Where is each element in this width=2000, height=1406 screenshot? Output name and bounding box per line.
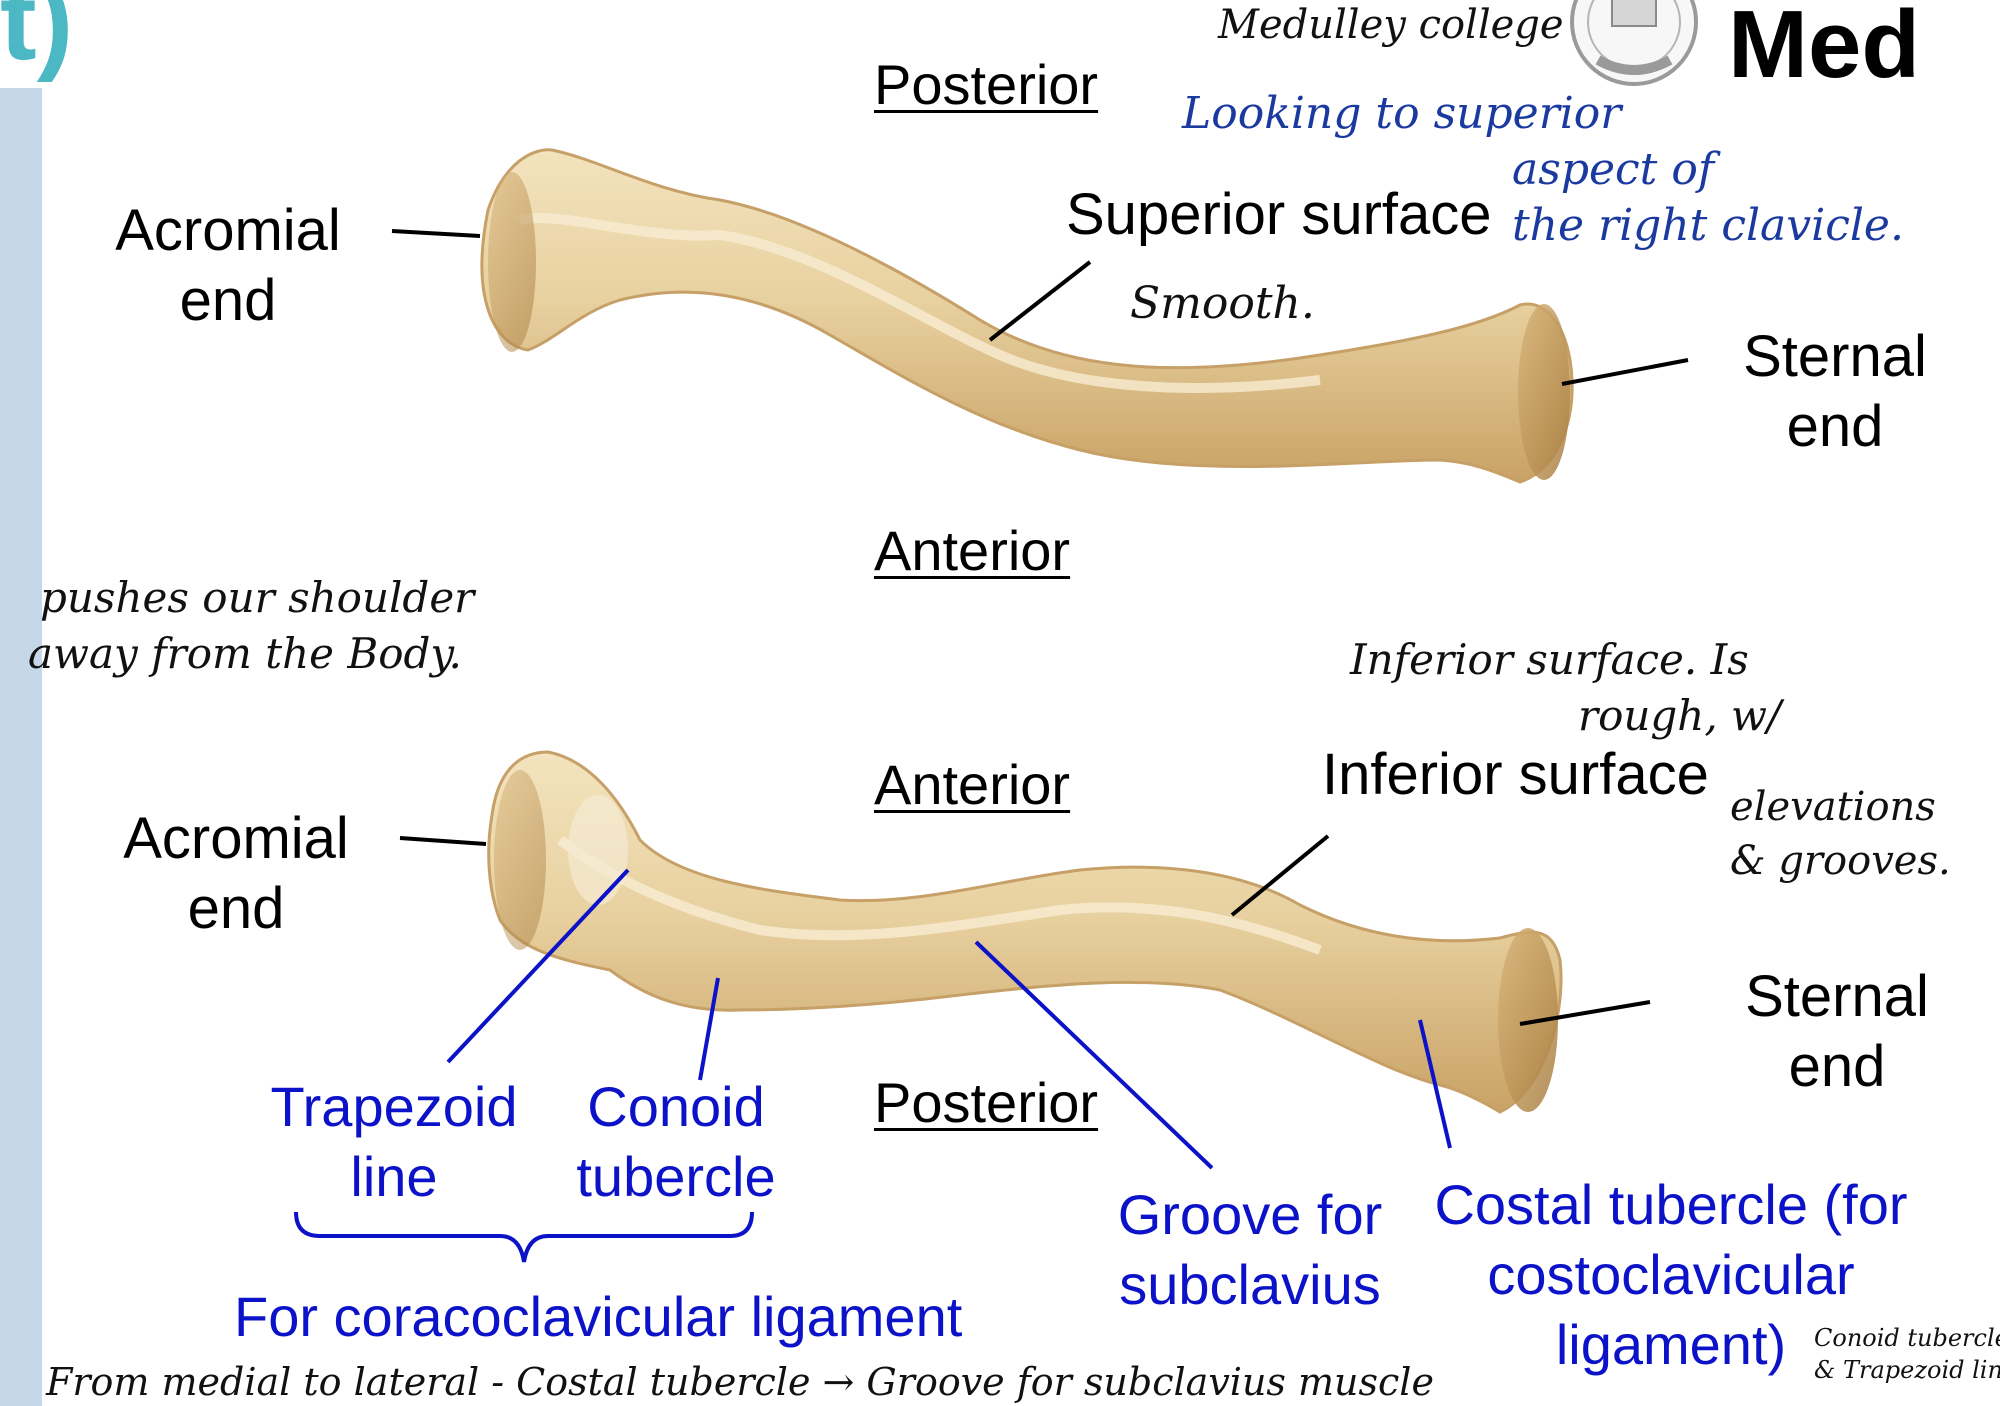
title-fragment: t)	[0, 0, 74, 83]
top-sternal-end-label: Sternal end	[1730, 322, 1940, 462]
conoid-line1: Conoid	[587, 1075, 765, 1138]
pushes-line1: pushes our shoulder	[40, 573, 475, 622]
bottom-sternal-line2: end	[1788, 1034, 1886, 1099]
bottom-sternal-end-label: Sternal end	[1728, 962, 1946, 1102]
costal-line3: ligament)	[1555, 1313, 1787, 1376]
groove-subclavius-label: Groove for subclavius	[1106, 1180, 1394, 1320]
trapezoid-line2: line	[350, 1145, 438, 1208]
clavicle-superior-view	[480, 148, 1574, 484]
looking-line1: Looking to superior	[1182, 88, 1622, 139]
inferior-line3: elevations	[1730, 784, 1936, 830]
bottom-heading-posterior: Posterior	[874, 1071, 1099, 1134]
handwritten-elevations-note: elevations & grooves.	[1730, 780, 1951, 888]
black-leader-lines	[391, 229, 1689, 1026]
handwritten-corner-note: Conoid tubercle & Trapezoid line	[1814, 1322, 2000, 1386]
handwritten-inferior-note: Inferior surface. Is rough, w/	[1350, 632, 1781, 744]
blue-leader-lines	[294, 868, 1452, 1263]
corner-line2: & Trapezoid line	[1814, 1356, 2000, 1384]
superior-surface-label: Superior surface	[1066, 182, 1492, 247]
left-side-band	[0, 88, 42, 1406]
looking-line3: the right clavicle.	[1512, 200, 1904, 251]
top-acromial-end-label: Acromial end	[100, 196, 356, 336]
coracoclavicular-bracket	[294, 1211, 754, 1263]
trapezoid-line1: Trapezoid	[270, 1075, 518, 1138]
conoid-line2: tubercle	[576, 1145, 776, 1208]
handwritten-bottom-line: From medial to lateral - Costal tubercle…	[46, 1360, 1434, 1404]
looking-line2: aspect of	[1512, 144, 1715, 195]
conoid-tubercle-label: Conoid tubercle	[562, 1072, 790, 1212]
inferior-surface-label: Inferior surface	[1322, 742, 1709, 807]
bottom-acromial-line2: end	[187, 876, 285, 941]
handwritten-top-note: Medulley college	[1218, 2, 1564, 48]
top-sternal-line2: end	[1786, 394, 1884, 459]
inferior-line2: rough, w/	[1578, 691, 1782, 740]
bottom-acromial-end-label: Acromial end	[108, 804, 364, 944]
handwritten-smooth: Smooth.	[1130, 278, 1315, 329]
top-acromial-line2: end	[179, 268, 277, 333]
costal-tubercle-label: Costal tubercle (for costoclavicular lig…	[1416, 1170, 1926, 1380]
clavicle-inferior-view	[487, 750, 1563, 1114]
groove-line1: Groove for	[1117, 1183, 1383, 1246]
top-sternal-line1: Sternal	[1743, 324, 1927, 389]
bottom-sternal-line1: Sternal	[1745, 964, 1929, 1029]
corner-line1: Conoid tubercle	[1814, 1324, 2000, 1352]
costal-line2: costoclavicular	[1487, 1243, 1855, 1306]
top-acromial-line1: Acromial	[115, 198, 341, 263]
bottom-acromial-line1: Acromial	[123, 806, 349, 871]
inferior-line4: & grooves.	[1730, 838, 1951, 884]
coracoclavicular-label: For coracoclavicular ligament	[234, 1285, 963, 1348]
handwritten-superior-aspect-note: Looking to superior aspect of the right …	[1182, 86, 1904, 254]
top-heading-anterior: Anterior	[874, 519, 1071, 582]
pushes-line2: away from the Body.	[28, 629, 462, 678]
handwritten-pushes-note: pushes our shoulder away from the Body.	[0, 570, 474, 682]
inferior-line1: Inferior surface. Is	[1350, 635, 1749, 684]
university-seal	[1570, 0, 1698, 86]
brand-word: Med	[1728, 0, 1920, 98]
costal-line1: Costal tubercle (for	[1434, 1173, 1908, 1236]
trapezoid-line-label: Trapezoid line	[256, 1072, 532, 1212]
bottom-heading-anterior: Anterior	[874, 753, 1071, 816]
groove-line2: subclavius	[1119, 1253, 1381, 1316]
top-heading-posterior: Posterior	[874, 53, 1099, 116]
